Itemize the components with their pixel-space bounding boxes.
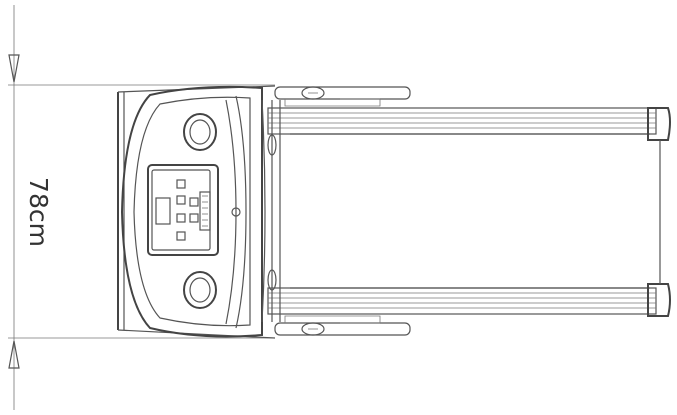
safety-key xyxy=(231,207,241,217)
console-button xyxy=(176,179,186,189)
console-button xyxy=(176,231,186,241)
console-button xyxy=(176,213,186,223)
console-button xyxy=(189,197,199,207)
speaker-grill xyxy=(199,191,211,231)
control-panel xyxy=(147,164,219,256)
console-button xyxy=(189,213,199,223)
handlebars xyxy=(274,86,411,336)
cup-holder-bottom xyxy=(183,271,217,309)
cup-holder-top xyxy=(183,113,217,151)
arrow-down-icon xyxy=(8,54,20,83)
arrow-up-icon xyxy=(8,340,20,369)
console xyxy=(117,85,276,339)
dimension-label: 78cm xyxy=(24,177,53,247)
display-window xyxy=(155,197,171,225)
width-dimension: 78cm xyxy=(8,5,275,410)
console-button xyxy=(176,195,186,205)
running-deck xyxy=(267,100,671,322)
